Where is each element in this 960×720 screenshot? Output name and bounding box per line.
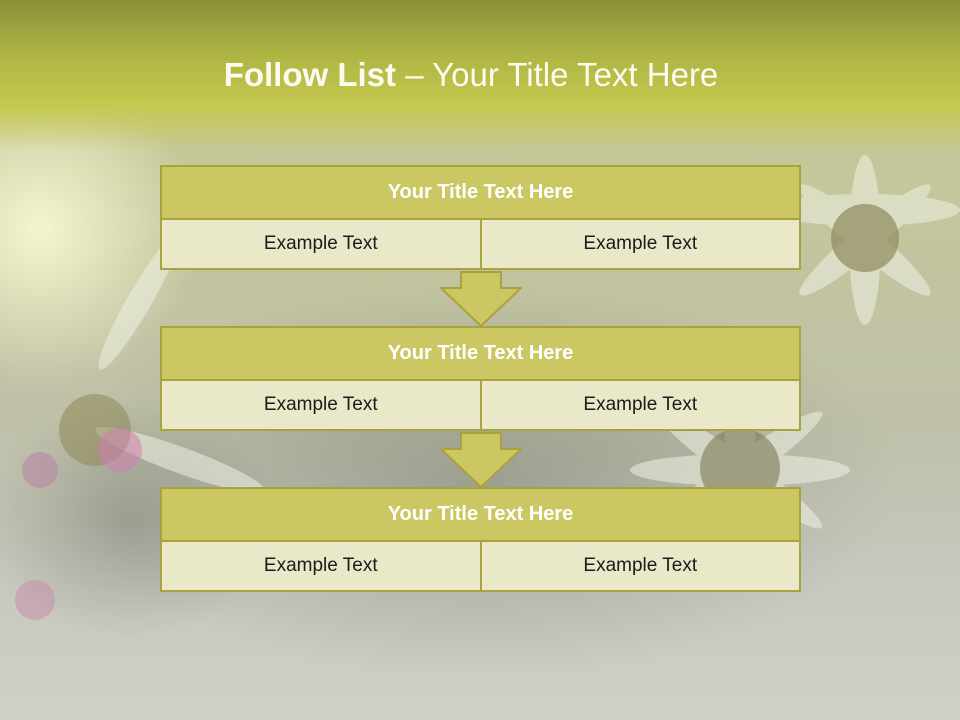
list-block-1: Your Title Text Here Example Text Exampl… [160,165,801,270]
block-title: Your Title Text Here [160,487,801,542]
slide-title-rest: – Your Title Text Here [396,56,719,93]
header-band [0,0,960,150]
list-block-2: Your Title Text Here Example Text Exampl… [160,326,801,431]
down-arrow-icon [440,432,522,488]
slide-title-bold: Follow List [223,56,397,93]
block-cell-right: Example Text [481,220,801,270]
block-cell-right: Example Text [481,381,801,431]
block-row: Example Text Example Text [160,220,801,270]
block-title: Your Title Text Here [160,326,801,381]
slide-title: Follow List – Your Title Text Here [0,52,942,98]
block-cell-left: Example Text [160,220,482,270]
down-arrow-icon [440,271,522,327]
block-title: Your Title Text Here [160,165,801,220]
list-block-3: Your Title Text Here Example Text Exampl… [160,487,801,592]
block-cell-right: Example Text [481,542,801,592]
block-row: Example Text Example Text [160,381,801,431]
block-row: Example Text Example Text [160,542,801,592]
block-cell-left: Example Text [160,381,482,431]
block-cell-left: Example Text [160,542,482,592]
